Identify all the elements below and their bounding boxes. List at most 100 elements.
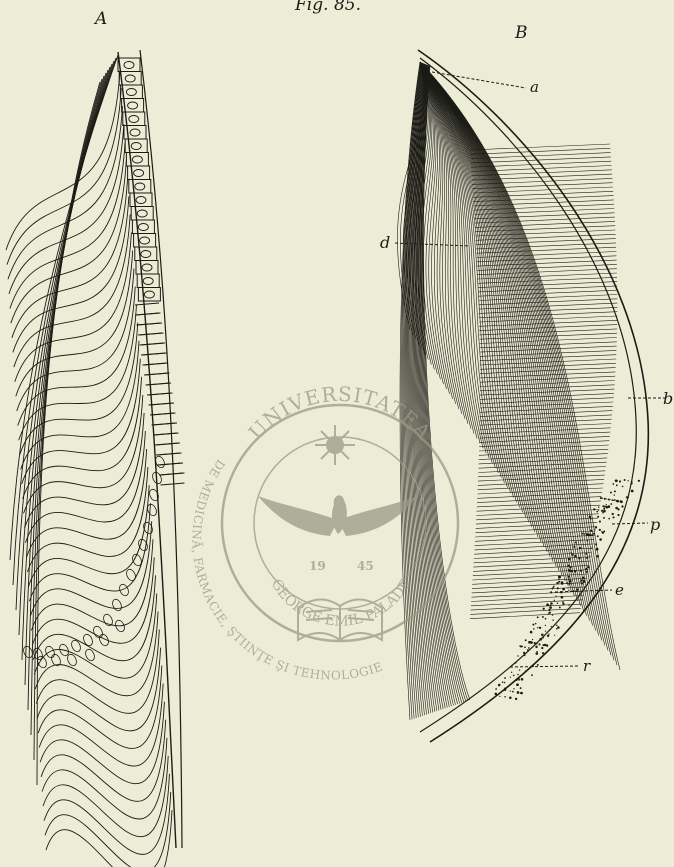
stipple-dot bbox=[614, 490, 616, 492]
stipple-dot bbox=[568, 564, 570, 566]
stipple-dot bbox=[504, 682, 506, 684]
stipple-dot bbox=[568, 576, 570, 578]
stipple-dot bbox=[541, 634, 544, 637]
stipple-dot bbox=[638, 480, 640, 482]
stipple-dot bbox=[603, 517, 605, 519]
stipple-dot bbox=[535, 623, 537, 625]
stipple-dot bbox=[591, 548, 592, 549]
stipple-dot bbox=[556, 625, 558, 627]
stipple-dot bbox=[596, 511, 598, 513]
stipple-dot bbox=[612, 483, 614, 485]
stipple-dot bbox=[495, 688, 497, 690]
panel-a-fiber bbox=[41, 720, 166, 802]
cell-nucleus bbox=[141, 251, 151, 258]
stipple-dot bbox=[603, 530, 605, 532]
stipple-dot bbox=[599, 529, 601, 531]
panel-a-fiber bbox=[40, 702, 164, 784]
stipple-dot bbox=[580, 570, 582, 572]
cell-nucleus bbox=[136, 197, 146, 204]
watermark-year-right: 45 bbox=[357, 559, 374, 573]
panel-a-fiber bbox=[46, 810, 172, 867]
stipple-dot bbox=[549, 606, 552, 609]
stipple-dot bbox=[517, 691, 520, 694]
callout-b: b bbox=[663, 389, 673, 408]
stipple-dot bbox=[601, 510, 603, 512]
stipple-dot bbox=[594, 528, 595, 529]
panel-a-fiber bbox=[35, 611, 158, 695]
stipple-dot bbox=[589, 516, 592, 519]
stipple-dot bbox=[598, 506, 599, 507]
bow-nucleus bbox=[118, 583, 130, 597]
stipple-dot bbox=[517, 655, 518, 656]
stipple-dot bbox=[552, 614, 553, 615]
cell-nucleus bbox=[130, 129, 140, 136]
stipple-dot bbox=[502, 681, 504, 683]
stipple-dot bbox=[615, 479, 618, 482]
stipple-dot bbox=[519, 645, 521, 647]
stipple-dot bbox=[631, 483, 632, 484]
stipple-dot bbox=[531, 674, 533, 676]
elongating-cell bbox=[161, 473, 185, 485]
stipple-dot bbox=[566, 582, 568, 584]
stipple-dot bbox=[593, 533, 595, 535]
cell-nucleus bbox=[134, 170, 144, 177]
stipple-dot bbox=[631, 490, 634, 493]
stipple-dot bbox=[513, 675, 515, 677]
stipple-dot bbox=[604, 505, 606, 507]
stipple-dot bbox=[582, 577, 584, 579]
stipple-dot bbox=[534, 642, 536, 644]
stipple-dot bbox=[605, 498, 606, 499]
stipple-dot bbox=[546, 603, 549, 606]
stipple-dot bbox=[585, 533, 586, 534]
stipple-dot bbox=[510, 690, 511, 691]
stipple-dot bbox=[620, 500, 623, 503]
stipple-dot bbox=[555, 595, 556, 596]
panel-b-fiber bbox=[420, 62, 550, 557]
stipple-dot bbox=[585, 553, 587, 555]
stipple-dot bbox=[511, 672, 512, 673]
panel-a-fiber bbox=[27, 467, 147, 572]
cell-nucleus bbox=[138, 224, 148, 231]
stipple-dot bbox=[581, 582, 583, 584]
stipple-dot bbox=[561, 596, 564, 599]
stipple-dot bbox=[525, 670, 526, 671]
stipple-dot bbox=[558, 576, 561, 579]
stipple-dot bbox=[521, 678, 524, 681]
stipple-dot bbox=[563, 588, 565, 590]
watermark-ring-left: DE MEDICINĂ, FARMACIE, ŞTIINŢE ŞI TEHNOL… bbox=[189, 457, 384, 683]
panel-a-label: A bbox=[93, 9, 107, 29]
stipple-dot bbox=[538, 643, 540, 645]
stipple-dot bbox=[568, 558, 571, 561]
cell-nucleus bbox=[143, 278, 153, 285]
panel-a-fiber bbox=[11, 160, 126, 323]
stipple-dot bbox=[557, 603, 558, 604]
stipple-dot bbox=[590, 518, 591, 519]
stipple-dot bbox=[574, 555, 576, 557]
stipple-dot bbox=[612, 499, 614, 501]
stipple-dot bbox=[498, 684, 501, 687]
bow-nucleus bbox=[70, 639, 82, 653]
panel-a-fiber bbox=[16, 250, 133, 396]
epithelial-cell bbox=[137, 274, 159, 288]
panel-a-fiber bbox=[13, 58, 116, 585]
stipple-dot bbox=[595, 543, 597, 545]
stipple-dot bbox=[603, 508, 605, 510]
stipple-dot bbox=[541, 647, 543, 649]
stipple-dot bbox=[574, 570, 576, 572]
stipple-dot bbox=[533, 628, 535, 630]
watermark-ring-top: UNIVERSITATEA bbox=[244, 382, 437, 445]
stipple-dot bbox=[575, 541, 577, 543]
stipple-dot bbox=[580, 581, 581, 582]
callout-p: p bbox=[650, 515, 660, 534]
stipple-dot bbox=[610, 503, 612, 505]
bow-nucleus bbox=[125, 568, 137, 582]
stipple-dot bbox=[498, 694, 499, 695]
stipple-dot bbox=[595, 526, 597, 528]
stipple-dot bbox=[556, 582, 558, 584]
stipple-dot bbox=[603, 510, 606, 513]
panel-a-fiber bbox=[10, 55, 118, 560]
stipple-dot bbox=[622, 486, 624, 488]
stipple-dot bbox=[571, 570, 573, 572]
stipple-dot bbox=[550, 602, 553, 605]
stipple-dot bbox=[542, 637, 544, 639]
